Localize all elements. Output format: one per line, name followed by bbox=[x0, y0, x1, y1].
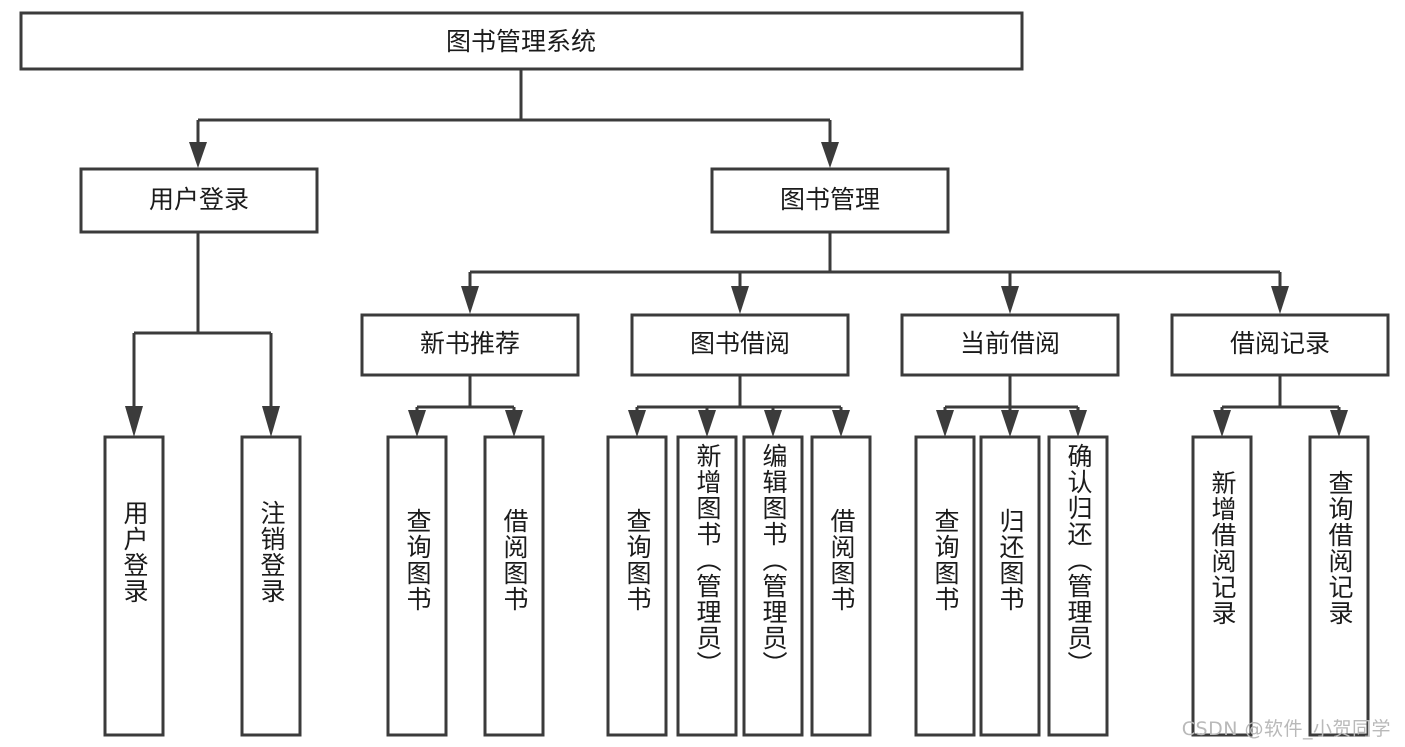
node-current-borrow[interactable]: 当前借阅 bbox=[900, 313, 1120, 377]
watermark-text: CSDN @软件_小贺同学 bbox=[1181, 718, 1391, 740]
edge-group-user-login bbox=[125, 232, 280, 437]
edge-group-book-manage bbox=[461, 232, 1289, 314]
arrow-head-bb-leaf-4 bbox=[832, 410, 850, 437]
node-leaf-cb-confirm-return-box[interactable] bbox=[1047, 435, 1109, 737]
arrow-head-cb-leaf-3 bbox=[1069, 410, 1087, 437]
node-root-box[interactable] bbox=[19, 11, 1024, 71]
node-leaf-user-login-box[interactable] bbox=[103, 435, 165, 737]
node-current-borrow-label: 当前借阅 bbox=[960, 329, 1060, 358]
node-current-borrow-box[interactable] bbox=[900, 313, 1120, 377]
node-leaf-cb-query-book-box[interactable] bbox=[914, 435, 976, 737]
edge-group-new-book-recommend bbox=[408, 375, 523, 437]
node-borrow-record-label: 借阅记录 bbox=[1230, 329, 1330, 358]
node-leaf-nbr-borrow-book-box[interactable] bbox=[483, 435, 545, 737]
node-new-book-recommend-box[interactable] bbox=[360, 313, 580, 377]
node-borrow-record[interactable]: 借阅记录 bbox=[1170, 313, 1390, 377]
arrow-head-bb-leaf-1 bbox=[628, 410, 646, 437]
node-root[interactable]: 图书管理系统 bbox=[19, 11, 1024, 71]
arrow-head-bb-leaf-2 bbox=[698, 410, 716, 437]
arrow-head-current-borrow bbox=[1001, 286, 1019, 314]
node-root-label: 图书管理系统 bbox=[446, 27, 596, 56]
node-book-borrow[interactable]: 图书借阅 bbox=[630, 313, 850, 377]
arrow-head-book-manage bbox=[821, 142, 839, 168]
node-book-manage-box[interactable] bbox=[710, 167, 950, 234]
arrow-head-leaf-user-login bbox=[125, 406, 143, 437]
node-new-book-recommend[interactable]: 新书推荐 bbox=[360, 313, 580, 377]
arrow-head-cb-leaf-2 bbox=[1001, 410, 1019, 437]
arrow-head-br-leaf-1 bbox=[1213, 410, 1231, 437]
arrow-head-nbr-leaf-1 bbox=[408, 410, 426, 437]
node-leaf-br-query-record-box[interactable] bbox=[1308, 435, 1370, 737]
arrow-head-br-leaf-2 bbox=[1330, 410, 1348, 437]
node-user-login-box[interactable] bbox=[79, 167, 319, 234]
arrow-head-nbr-leaf-2 bbox=[505, 410, 523, 437]
node-leaf-br-add-record-box[interactable] bbox=[1191, 435, 1253, 737]
node-leaf-bb-query-book-box[interactable] bbox=[606, 435, 668, 737]
node-new-book-recommend-label: 新书推荐 bbox=[420, 329, 520, 358]
node-leaf-bb-borrow-book-box[interactable] bbox=[810, 435, 872, 737]
node-book-borrow-box[interactable] bbox=[630, 313, 850, 377]
edge-group-borrow-record bbox=[1213, 375, 1348, 437]
edge-group-root bbox=[189, 70, 839, 168]
node-user-login-label: 用户登录 bbox=[149, 185, 249, 214]
node-book-manage-label: 图书管理 bbox=[780, 185, 880, 214]
arrow-head-book-borrow bbox=[731, 286, 749, 314]
node-book-borrow-label: 图书借阅 bbox=[690, 329, 790, 358]
arrow-head-leaf-logout bbox=[262, 406, 280, 437]
edge-group-book-borrow bbox=[628, 375, 850, 437]
node-book-manage[interactable]: 图书管理 bbox=[710, 167, 950, 234]
arrow-head-borrow-record bbox=[1271, 286, 1289, 314]
node-leaf-cb-return-book-box[interactable] bbox=[979, 435, 1041, 737]
arrow-head-bb-leaf-3 bbox=[764, 410, 782, 437]
node-leaf-logout-box[interactable] bbox=[240, 435, 302, 737]
node-leaf-nbr-query-book-box[interactable] bbox=[386, 435, 448, 737]
node-borrow-record-box[interactable] bbox=[1170, 313, 1390, 377]
node-user-login[interactable]: 用户登录 bbox=[79, 167, 319, 234]
arrow-head-new-book-recommend bbox=[461, 286, 479, 314]
node-leaf-bb-add-book-box[interactable] bbox=[676, 435, 738, 737]
node-leaf-bb-edit-book-box[interactable] bbox=[742, 435, 804, 737]
arrow-head-cb-leaf-1 bbox=[936, 410, 954, 437]
arrow-head-user-login bbox=[189, 142, 207, 168]
edge-group-current-borrow bbox=[936, 375, 1087, 437]
